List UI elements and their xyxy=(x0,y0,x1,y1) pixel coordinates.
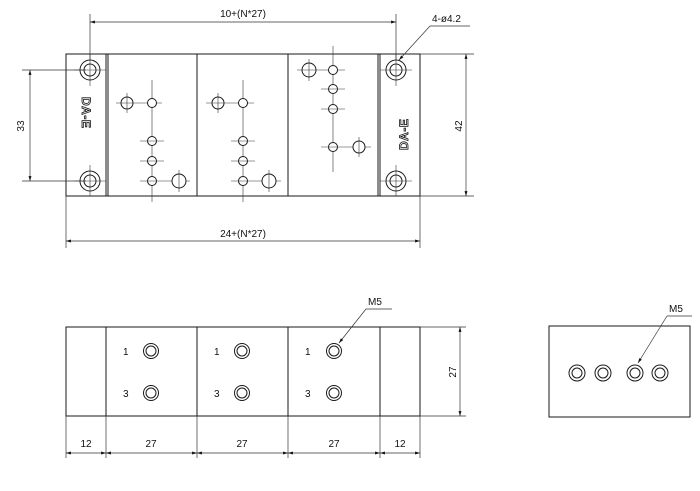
dim-top: 10+(N*27) xyxy=(89,9,397,60)
side-view: M5 xyxy=(548,304,692,418)
port xyxy=(568,364,586,382)
port-label: 3 xyxy=(123,389,129,400)
front-view-outline xyxy=(65,326,421,417)
port xyxy=(594,364,612,382)
front-view: 1 1 1 3 3 3 M5 27 xyxy=(65,297,466,458)
callout-m5-side: M5 xyxy=(637,304,692,364)
dim-segments: 12 27 27 27 12 xyxy=(65,416,421,458)
port xyxy=(651,364,669,382)
side-view-outline xyxy=(548,325,691,418)
dim-left-label: 33 xyxy=(16,120,27,132)
port xyxy=(234,385,250,401)
dim-right-label: 42 xyxy=(454,120,465,132)
dim-segment-label: 12 xyxy=(394,439,406,450)
dim-segment-label: 27 xyxy=(236,439,248,450)
dim-segment-label: 12 xyxy=(80,439,92,450)
dim-bottom: 24+(N*27) xyxy=(65,196,421,248)
brand-right: DA-E xyxy=(397,119,411,150)
callout-m5-front-label: M5 xyxy=(368,297,382,308)
dim-right: 42 xyxy=(420,53,474,197)
port-label: 1 xyxy=(214,347,220,358)
port-label: 1 xyxy=(123,347,129,358)
module-3-holes xyxy=(297,46,371,172)
dim-height: 27 xyxy=(420,326,466,417)
dim-mount-holes: 4-ø4.2 xyxy=(398,14,470,61)
dim-left: 33 xyxy=(16,69,86,182)
dim-top-label: 10+(N*27) xyxy=(220,9,266,20)
dim-segment-label: 27 xyxy=(145,439,157,450)
dim-bottom-label: 24+(N*27) xyxy=(220,229,266,240)
mount-holes-label: 4-ø4.2 xyxy=(432,14,461,25)
brand-left: DA-E xyxy=(79,97,93,128)
port xyxy=(143,385,159,401)
dim-segment-label: 27 xyxy=(328,439,340,450)
callout-m5-side-label: M5 xyxy=(669,304,683,315)
port xyxy=(234,343,250,359)
port xyxy=(326,385,342,401)
port-label: 3 xyxy=(305,389,311,400)
port xyxy=(143,343,159,359)
port-label: 3 xyxy=(214,389,220,400)
top-view: DA-E DA-E xyxy=(16,9,474,248)
callout-m5-front: M5 xyxy=(338,297,392,344)
mounting-hole xyxy=(380,165,412,196)
port-label: 1 xyxy=(305,347,311,358)
module-1-holes xyxy=(116,80,190,202)
mounting-hole xyxy=(74,165,106,196)
dim-height-label: 27 xyxy=(448,366,459,378)
port xyxy=(326,343,342,359)
module-2-holes xyxy=(206,80,281,202)
port xyxy=(626,364,644,382)
